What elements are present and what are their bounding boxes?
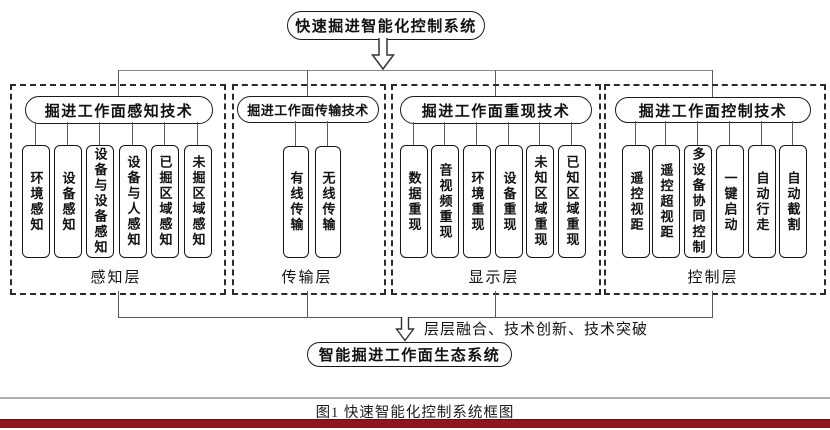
connector-line <box>712 70 714 97</box>
layer-label-control: 控制层 <box>687 269 739 286</box>
connector-line <box>761 121 763 145</box>
down-arrow-icon <box>395 317 415 342</box>
group-header-control: 掘进工作面控制技术 <box>615 97 811 123</box>
connector-line <box>413 122 415 145</box>
connector-line <box>792 121 794 145</box>
item-node: 有线传输 <box>283 146 309 258</box>
connector-line <box>327 121 329 146</box>
connector-line <box>635 121 637 145</box>
item-node: 自动行走 <box>748 145 776 258</box>
connector-line <box>697 121 699 145</box>
item-node: 未掘区域感知 <box>184 145 212 258</box>
item-node: 数据重现 <box>400 145 428 258</box>
group-header-perception: 掘进工作面感知技术 <box>25 96 213 124</box>
connector-line <box>164 122 166 145</box>
item-node: 遥控超视距 <box>652 145 680 258</box>
item-node: 已知区域重现 <box>558 145 586 258</box>
group-header-transmission: 掘进工作面传输技术 <box>237 96 379 123</box>
connector-line <box>307 291 309 317</box>
item-node: 音视频重现 <box>431 145 459 258</box>
item-node: 环境重现 <box>463 145 491 258</box>
item-node: 未知区域重现 <box>526 145 554 258</box>
connector-line <box>729 121 731 145</box>
accent-bar <box>0 419 830 428</box>
item-node: 设备与人感知 <box>119 145 147 258</box>
down-arrow-icon <box>370 38 396 71</box>
layer-label-perception: 感知层 <box>90 269 142 286</box>
item-node: 设备与设备感知 <box>86 145 114 258</box>
item-node: 环境感知 <box>22 145 50 258</box>
item-node: 自动截割 <box>779 145 807 258</box>
connector-line <box>295 121 297 146</box>
fusion-note: 层层融合、技术创新、技术突破 <box>424 321 649 338</box>
item-node: 设备重现 <box>495 145 523 258</box>
layer-label-display: 显示层 <box>468 269 520 286</box>
item-node: 多设备协同控制 <box>684 145 712 258</box>
figure-caption: 图1 快速智能化控制系统框图 <box>315 405 515 421</box>
connector-line <box>307 70 309 96</box>
connector-line <box>495 291 497 317</box>
connector-line <box>132 122 134 145</box>
caption-divider <box>0 397 830 399</box>
connector-line <box>444 122 446 145</box>
connector-line <box>118 70 120 96</box>
connector-line <box>665 121 667 145</box>
connector-line <box>99 122 101 145</box>
item-node: 设备感知 <box>54 145 82 258</box>
connector-line <box>712 291 714 317</box>
connector-line <box>35 122 37 145</box>
layer-label-transmission: 传输层 <box>281 269 333 286</box>
item-node: 无线传输 <box>315 146 341 258</box>
connector-line <box>118 317 713 319</box>
connector-line <box>67 122 69 145</box>
top-system-node: 快速掘进智能化控制系统 <box>287 11 485 40</box>
connector-line <box>476 122 478 145</box>
connector-line <box>118 70 712 72</box>
connector-line <box>508 122 510 145</box>
group-box-control <box>604 84 826 295</box>
connector-line <box>571 122 573 145</box>
group-header-reproduction: 掘进工作面重现技术 <box>400 96 592 124</box>
connector-line <box>539 122 541 145</box>
connector-line <box>118 291 120 317</box>
item-node: 遥控视距 <box>622 145 650 258</box>
item-node: 一键启动 <box>716 145 744 258</box>
bottom-system-node: 智能掘进工作面生态系统 <box>307 342 512 367</box>
group-box-transmission <box>232 84 386 295</box>
connector-line <box>495 70 497 96</box>
connector-line <box>197 122 199 145</box>
item-node: 已掘区域感知 <box>151 145 179 258</box>
